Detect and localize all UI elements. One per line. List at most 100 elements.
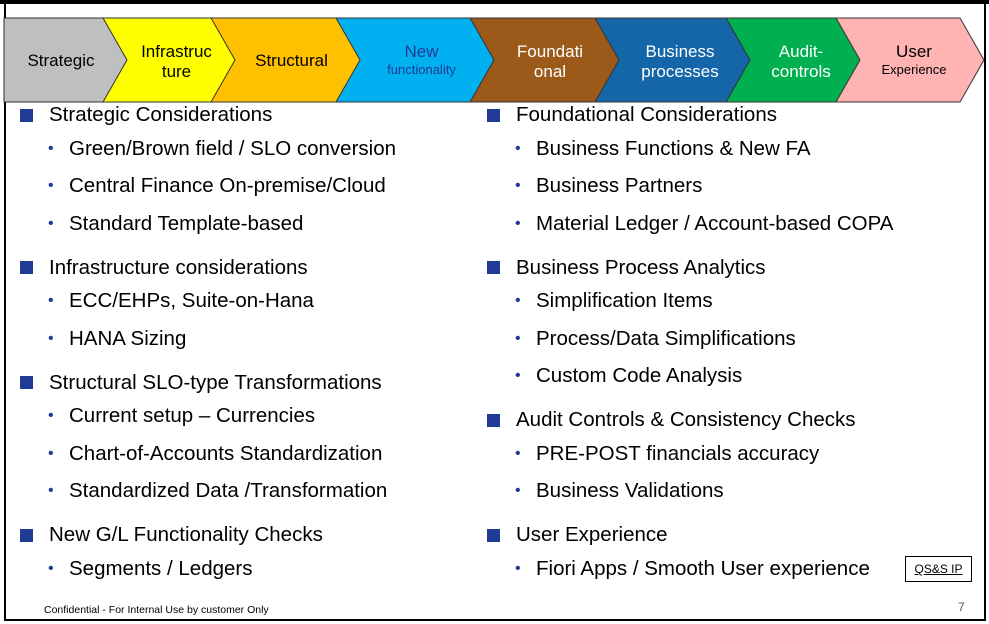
bullet-text: Chart-of-Accounts Standardization: [69, 441, 383, 465]
bullet-item: • HANA Sizing: [18, 320, 478, 358]
dot-bullet-icon: •: [48, 139, 54, 157]
chevron-label: Structural: [255, 51, 328, 70]
bullet-item: •Simplification Items: [485, 283, 945, 321]
bullet-text: Standard Template-based: [69, 211, 304, 235]
chevron-label-line1: Foundati: [517, 42, 583, 61]
left-section-1: Strategic Considerations •Green/Brown fie…: [18, 100, 478, 243]
bullet-item: • Central Finance On-premise/Cloud: [18, 168, 478, 206]
ip-badge: QS&S IP: [905, 556, 972, 582]
square-bullet-icon: [20, 528, 33, 542]
bullet-item: • Business Partners: [485, 168, 945, 206]
section-heading: New G/L Functionality Checks: [18, 520, 478, 550]
dot-bullet-icon: •: [48, 292, 54, 310]
chevron-label-line2: controls: [771, 62, 831, 81]
left-section-3: Structural SLO-type Transformations • Curr…: [18, 368, 478, 511]
bullet-item: • Standard Template-based: [18, 205, 478, 243]
bullet-text: Central Finance On-premise/Cloud: [69, 174, 386, 198]
dot-bullet-icon: •: [515, 214, 521, 232]
bullet-item: • Custom Code Analysis: [485, 358, 945, 396]
bullet-item: • Material Ledger / Account-based COPA: [485, 205, 945, 243]
right-section-3: Audit Controls & Consistency Checks • PRE-…: [485, 405, 945, 510]
bullet-text: Custom Code Analysis: [536, 364, 743, 388]
dot-bullet-icon: •: [515, 444, 521, 462]
bullet-item: • PRE-POST financials accuracy: [485, 435, 945, 473]
square-bullet-icon: [487, 528, 500, 542]
dot-bullet-icon: •: [515, 367, 521, 385]
bullet-item: • Current setup – Currencies: [18, 398, 478, 436]
dot-bullet-icon: •: [515, 559, 521, 577]
chevron-label-line1: Audit-: [779, 42, 823, 61]
square-bullet-icon: [20, 261, 33, 274]
dot-bullet-icon: •: [48, 214, 54, 232]
square-bullet-icon: [487, 261, 500, 274]
section-heading: User Experience: [485, 520, 945, 550]
chevron-shape: [835, 17, 985, 103]
dot-bullet-icon: •: [515, 177, 521, 195]
section-heading: Structural SLO-type Transformations: [18, 368, 478, 398]
slide-frame: [4, 4, 986, 621]
section-heading: Infrastructure considerations: [18, 253, 478, 283]
right-section-1: Foundational Considerations • Business Fun…: [485, 100, 945, 243]
bullet-text: Material Ledger / Account-based COPA: [536, 211, 894, 235]
section-heading-text: New G/L Functionality Checks: [49, 523, 323, 546]
bullet-item: • Fiori Apps / Smooth User experience: [485, 550, 945, 588]
square-bullet-icon: [487, 108, 500, 122]
section-heading: Strategic Considerations: [18, 100, 478, 130]
section-heading: Business Process Analytics: [485, 253, 945, 283]
dot-bullet-icon: •: [48, 329, 54, 347]
dot-bullet-icon: •: [48, 482, 54, 500]
bullet-text: Current setup – Currencies: [69, 404, 316, 428]
bullet-text: Process/Data Simplifications: [536, 326, 796, 350]
dot-bullet-icon: •: [48, 177, 54, 195]
chevron-step-5: Foundational: [469, 17, 623, 103]
section-heading-text: Foundational Considerations: [516, 103, 777, 126]
left-section-2: Infrastructure considerations • ECC/EHPs, …: [18, 253, 478, 358]
square-bullet-icon: [20, 108, 33, 122]
chevron-label-line2: processes: [641, 62, 718, 81]
bullet-text: PRE-POST financials accuracy: [536, 441, 820, 465]
bullet-text: Business Validations: [536, 479, 724, 503]
bullet-item: • Business Functions & New FA: [485, 130, 945, 168]
section-heading: Foundational Considerations: [485, 100, 945, 130]
bullet-text: HANA Sizing: [69, 326, 187, 350]
square-bullet-icon: [487, 413, 500, 427]
page-number: 7: [958, 600, 965, 614]
section-heading-text: Audit Controls & Consistency Checks: [516, 408, 856, 431]
right-section-2: Business Process Analytics •Simplificatio…: [485, 253, 945, 396]
chevron-label-line1: Business: [646, 42, 715, 61]
chevron-label-line2: functionality: [387, 62, 456, 77]
chevron-step-2: Infrastructure: [102, 17, 243, 103]
bullet-item: •Green/Brown field / SLO conversion: [18, 130, 478, 168]
section-heading-text: Strategic Considerations: [49, 103, 273, 126]
bullet-item: • Standardized Data /Transformation: [18, 473, 478, 511]
section-heading-text: Business Process Analytics: [516, 255, 766, 279]
right-section-4: User Experience • Fiori Apps / Smooth User…: [485, 520, 945, 588]
bullet-item: • Business Validations: [485, 473, 945, 511]
bullet-text: Segments / Ledgers: [69, 556, 253, 580]
right-column: Foundational Considerations • Business Fun…: [485, 100, 945, 598]
dot-bullet-icon: •: [48, 407, 54, 425]
section-heading-text: User Experience: [516, 523, 668, 546]
bullet-text: Standardized Data /Transformation: [69, 479, 388, 503]
bullet-text: Business Partners: [536, 174, 703, 198]
bullet-item: • ECC/EHPs, Suite-on-Hana: [18, 283, 478, 321]
chevron-label-line1: Infrastruc: [141, 42, 212, 61]
dot-bullet-icon: •: [48, 444, 54, 462]
chevron-label-line1: User: [896, 42, 932, 61]
dot-bullet-icon: •: [515, 139, 521, 157]
bullet-item: • Chart-of-Accounts Standardization: [18, 435, 478, 473]
square-bullet-icon: [20, 376, 33, 389]
chevron-label: Strategic: [27, 51, 95, 70]
chevron-label-line2: onal: [534, 62, 566, 81]
section-heading-text: Structural SLO-type Transformations: [49, 370, 382, 394]
dot-bullet-icon: •: [515, 482, 521, 500]
chevron-label-line2: Experience: [881, 62, 946, 77]
top-title-strip: [0, 0, 989, 4]
bullet-text: ECC/EHPs, Suite-on-Hana: [69, 289, 314, 313]
bullet-text: Business Functions & New FA: [536, 136, 811, 160]
dot-bullet-icon: •: [48, 559, 54, 577]
bullet-text: Fiori Apps / Smooth User experience: [536, 556, 870, 580]
